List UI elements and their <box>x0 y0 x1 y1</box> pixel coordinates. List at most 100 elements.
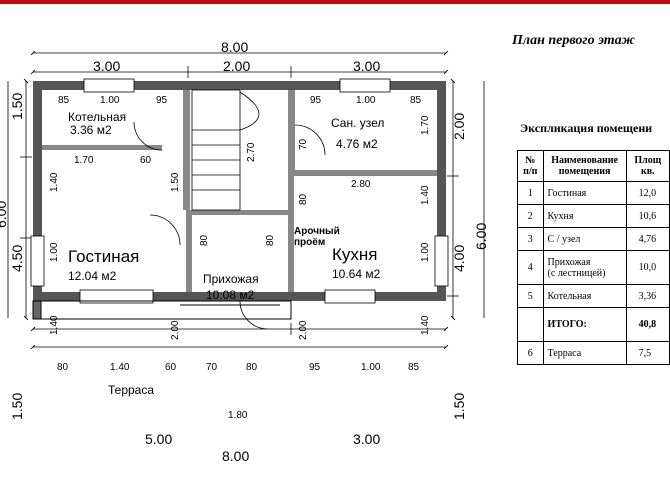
table-row: 1 Гостиная 12,0 <box>517 181 670 205</box>
row-num: 5 <box>517 284 544 308</box>
room-bath-area: 4.76 м2 <box>336 137 378 151</box>
interior-walls <box>42 90 437 292</box>
row-name: С / узел <box>542 227 627 251</box>
table-row: 2 Кухня 10,6 <box>517 204 670 228</box>
room-hall-area: 10.08 м2 <box>206 288 255 302</box>
dim-stair-270: 2.70 <box>246 142 257 162</box>
row-area: 7,5 <box>625 341 670 365</box>
dim-bath-100: 1.00 <box>356 95 376 106</box>
inner-dimensions: 85 1.00 95 95 1.00 85 1.70 1.70 60 1.40 … <box>49 95 431 421</box>
dim-top-left: 3.00 <box>93 58 120 74</box>
dim-boiler-95: 95 <box>156 95 168 106</box>
dim-bath-85: 85 <box>410 95 422 106</box>
staircase <box>191 89 260 211</box>
dim-bottom-left: 5.00 <box>145 431 172 447</box>
table-total-row: ИТОГО: 40,8 <box>517 307 670 342</box>
dim-top-mid: 2.00 <box>223 58 250 74</box>
row-num: 6 <box>517 341 544 365</box>
arch-opening-label-2: проём <box>294 237 325 248</box>
dim-kitchen-95: 95 <box>309 362 321 373</box>
plan-title: План первого этаж <box>512 33 635 48</box>
table-row: 5 Котельная 3,36 <box>517 284 670 308</box>
dim-left-bottom: 1.50 <box>9 393 25 420</box>
terrace <box>32 300 292 320</box>
total-label: ИТОГО: <box>542 307 627 342</box>
dim-boiler-85: 85 <box>58 95 70 106</box>
windows <box>30 78 449 304</box>
row-num <box>517 307 544 342</box>
row-name: Терраса <box>542 341 627 365</box>
dim-kitchen-280: 2.80 <box>351 179 371 190</box>
dim-left-top: 1.50 <box>9 93 25 120</box>
dim-living-150: 1.50 <box>170 172 181 192</box>
dim-hall-80c: 80 <box>246 362 258 373</box>
dim-left-total: 6.00 <box>0 201 9 228</box>
table-row: 4 Прихожая (с лестницей) 10,0 <box>517 250 670 285</box>
dim-hall-200: 2.00 <box>170 320 181 340</box>
total-area: 40,8 <box>625 307 670 342</box>
dim-living-140a: 1.40 <box>49 172 60 192</box>
row-area: 3,36 <box>625 284 670 308</box>
room-terrace-name: Терраса <box>108 383 154 397</box>
dim-right-bottom: 1.50 <box>451 393 467 420</box>
dim-bath-95: 95 <box>310 95 322 106</box>
dim-kitchen-100b: 1.00 <box>361 362 381 373</box>
room-kitchen-name: Кухня <box>332 245 378 264</box>
col-header-num: № п/п <box>517 150 544 182</box>
dim-terrace-180: 1.80 <box>228 410 248 421</box>
col-header-name: Наименование помещения <box>542 150 627 182</box>
dim-hall-80a: 80 <box>199 234 210 246</box>
dim-right-total: 6.00 <box>473 223 489 250</box>
dim-right-mid: 4.00 <box>451 245 467 272</box>
dim-living-60b: 60 <box>165 362 177 373</box>
row-num: 4 <box>517 250 544 285</box>
dim-boiler-100: 1.00 <box>100 95 120 106</box>
dim-living-140b: 1.40 <box>49 315 60 335</box>
room-kitchen-area: 10.64 м2 <box>332 267 381 281</box>
arch-opening-label-1: Арочный <box>294 226 340 237</box>
dim-kitchen-140b: 1.40 <box>420 315 431 335</box>
floor-plan: Котельная 3.36 м2 Сан. узел 4.76 м2 Гост… <box>0 39 489 464</box>
dim-kitchen-85: 85 <box>408 362 420 373</box>
explication-title: Экспликация помещени <box>520 121 653 135</box>
room-hall-name: Прихожая <box>203 272 259 286</box>
dim-kitchen-100: 1.00 <box>420 242 431 262</box>
dim-bath-70: 70 <box>298 138 309 150</box>
dim-bottom-right: 3.00 <box>353 431 380 447</box>
table-row: 6 Терраса 7,5 <box>517 341 670 365</box>
table-header-row: № п/п Наименование помещения Площ кв. <box>517 150 670 182</box>
row-area: 4,76 <box>625 227 670 251</box>
dim-bath-170: 1.70 <box>420 115 431 135</box>
room-living-area: 12.04 м2 <box>68 269 117 283</box>
row-num: 3 <box>517 227 544 251</box>
dim-living-170: 1.70 <box>74 155 94 166</box>
row-name: Кухня <box>542 204 627 228</box>
top-accent-line <box>0 0 670 4</box>
dim-top-total: 8.00 <box>221 39 248 55</box>
dim-kitchen-200: 2.00 <box>298 320 309 340</box>
table-row: 3 С / узел 4,76 <box>517 227 670 251</box>
room-boiler-name: Котельная <box>68 110 126 124</box>
row-area: 10,0 <box>625 250 670 285</box>
dim-living-60a: 60 <box>140 155 152 166</box>
explication-table: № п/п Наименование помещения Площ кв. 1 … <box>517 150 670 365</box>
dim-bottom-total: 8.00 <box>222 448 249 464</box>
col-header-area: Площ кв. <box>625 150 670 182</box>
dim-hall-80b: 80 <box>265 234 276 246</box>
dim-top-right: 3.00 <box>353 58 380 74</box>
row-num: 2 <box>517 204 544 228</box>
room-bath-name: Сан. узел <box>331 116 384 130</box>
row-area: 12,0 <box>625 181 670 205</box>
dim-kitchen-140a: 1.40 <box>420 185 431 205</box>
row-num: 1 <box>517 181 544 205</box>
row-name: Прихожая (с лестницей) <box>542 250 627 285</box>
dim-living-100: 1.00 <box>49 242 60 262</box>
room-boiler-area: 3.36 м2 <box>70 123 112 137</box>
row-area: 10,6 <box>625 204 670 228</box>
row-name: Гостиная <box>542 181 627 205</box>
dim-hall-70: 70 <box>206 362 218 373</box>
exterior-walls <box>33 81 446 301</box>
dim-right-top: 2.00 <box>451 113 467 140</box>
room-living-name: Гостиная <box>68 247 139 266</box>
dim-living-140c: 1.40 <box>110 362 130 373</box>
